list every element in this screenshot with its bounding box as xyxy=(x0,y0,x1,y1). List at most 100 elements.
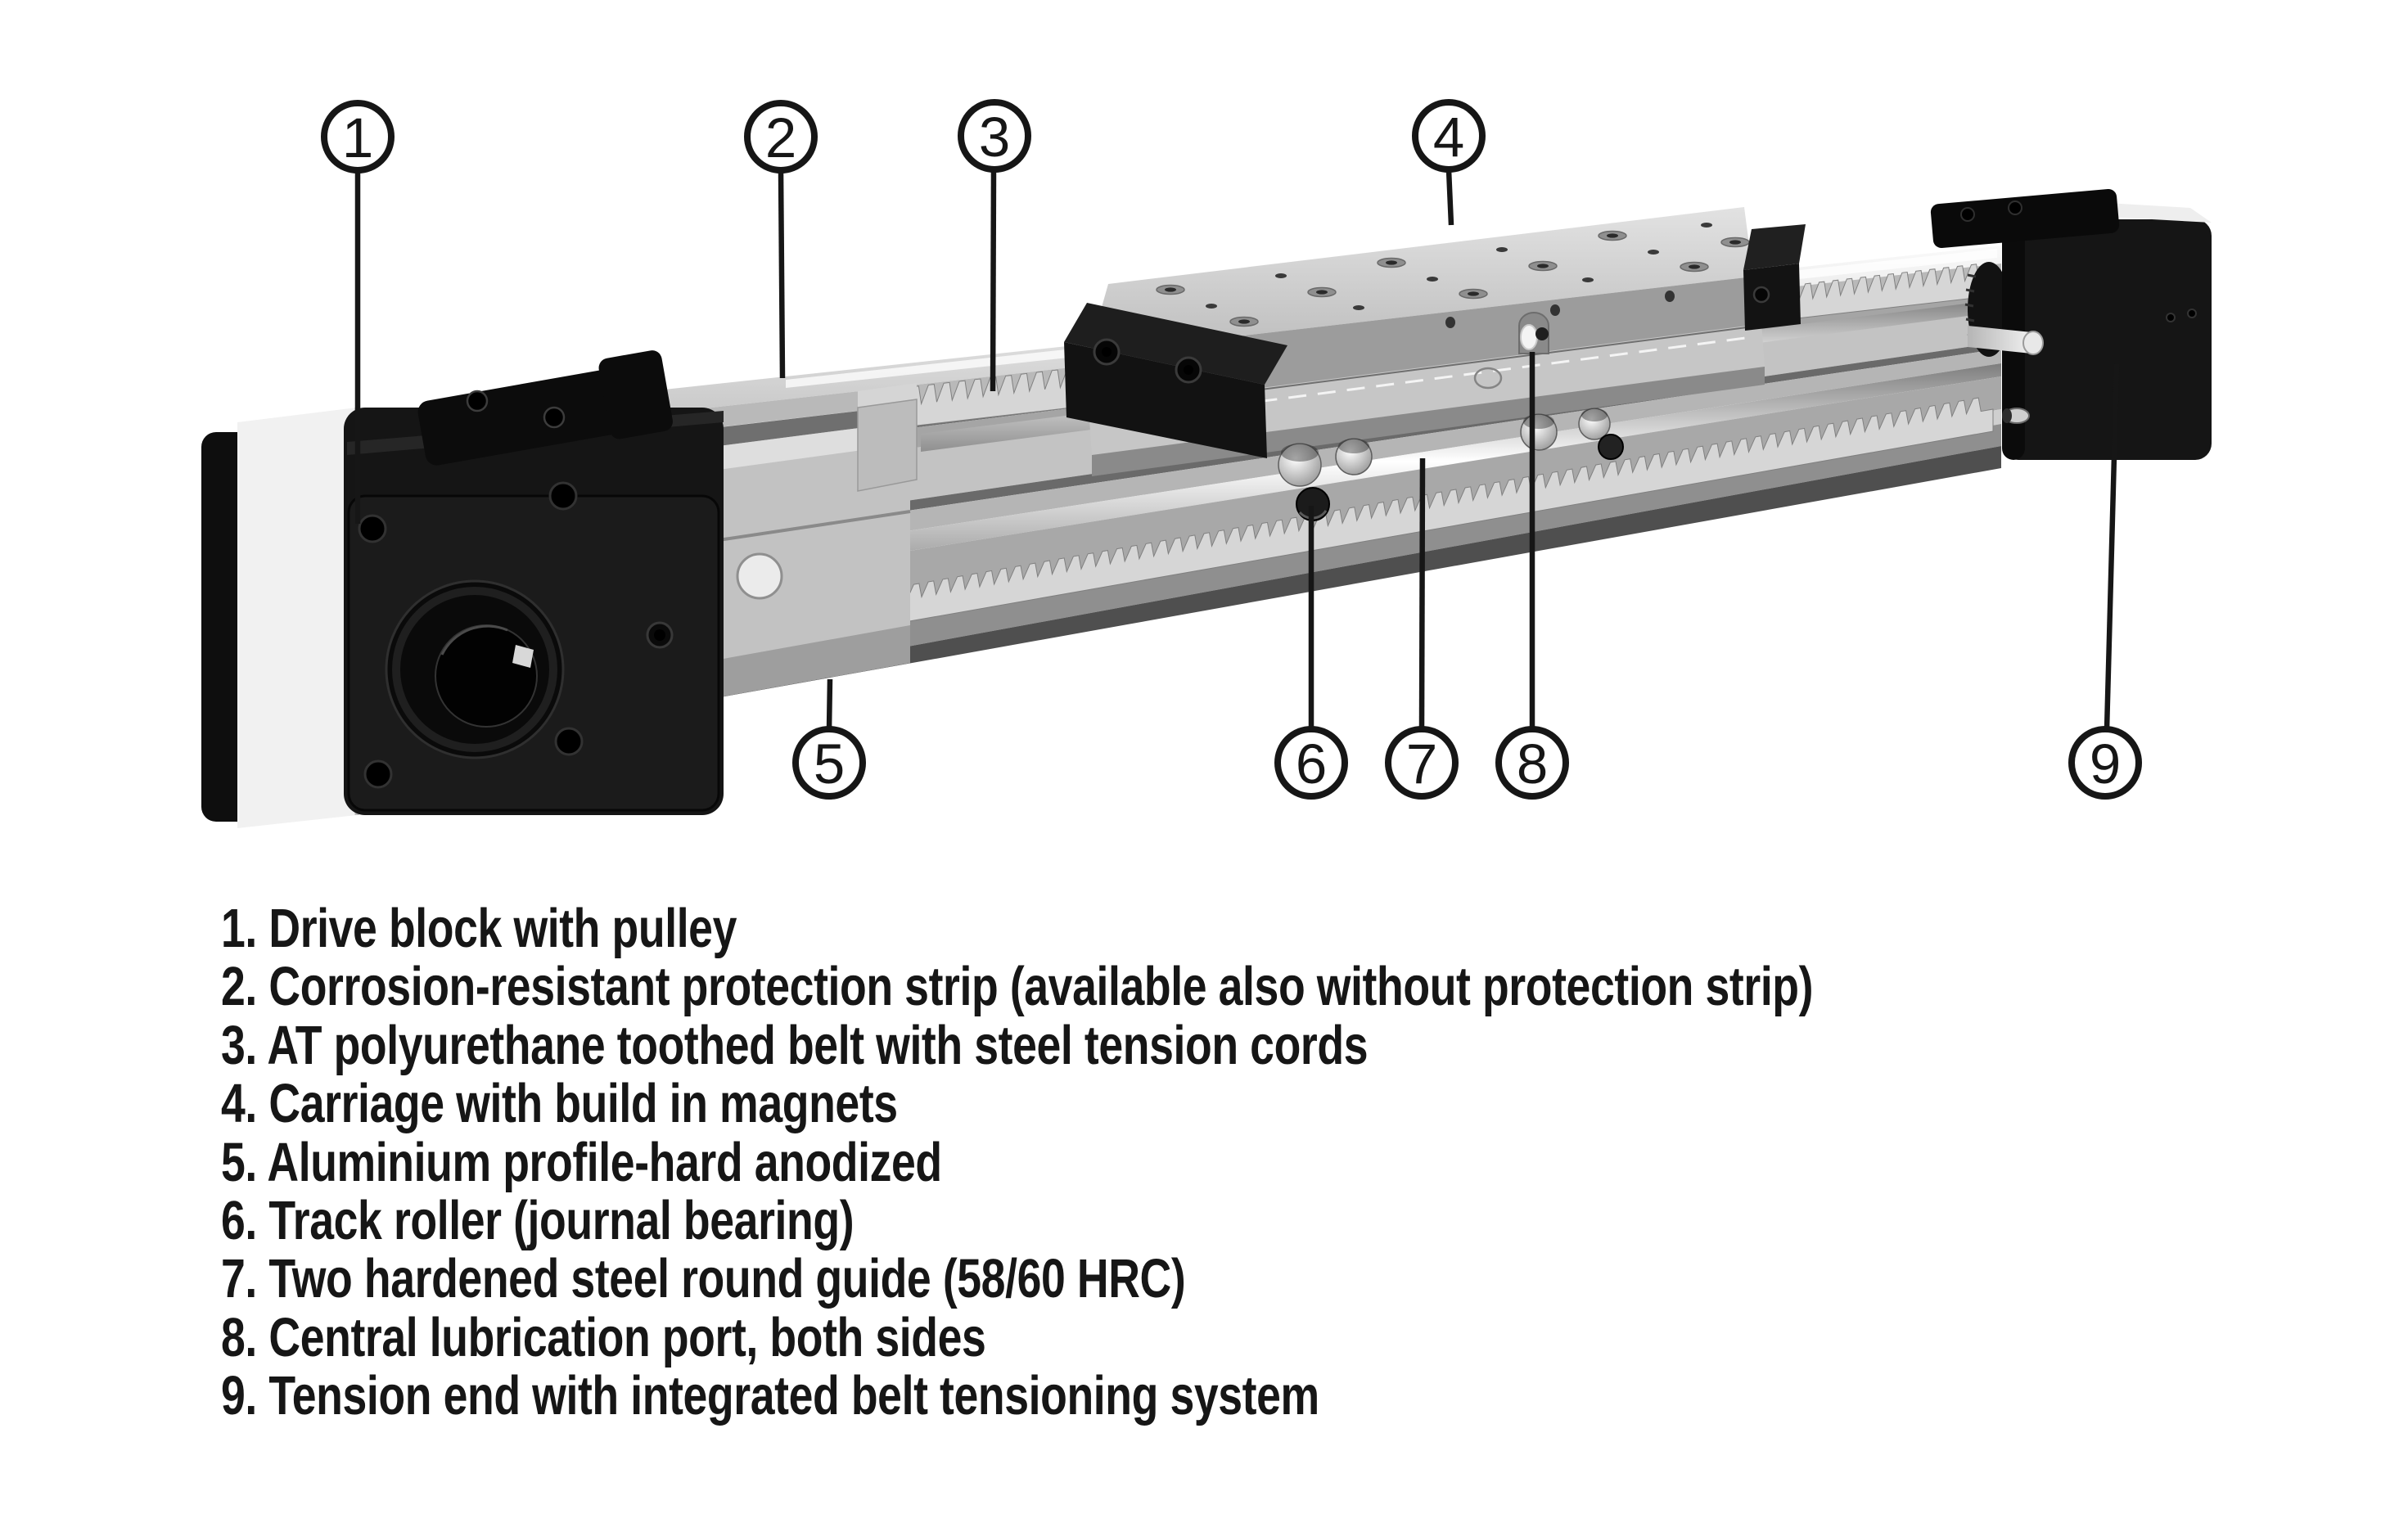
legend-item-1: 1. Drive block with pulley xyxy=(221,898,737,959)
callout-1: 1 xyxy=(321,100,395,173)
pulley-keyway xyxy=(512,645,534,668)
carriage xyxy=(1064,207,1806,458)
callout-8: 8 xyxy=(1495,726,1569,800)
guide-shaft-end-cap xyxy=(2022,331,2044,355)
counterbore-hole-center xyxy=(1238,319,1250,324)
clamp-screw xyxy=(543,406,566,429)
tension-end xyxy=(1930,189,2212,460)
counterbore-hole-center xyxy=(1689,264,1700,269)
pin-hole xyxy=(1275,273,1287,278)
legend-item-4: 4. Carriage with build in magnets xyxy=(221,1073,898,1135)
leader-line-2 xyxy=(778,169,786,379)
tension-pin-shadow xyxy=(2002,408,2012,423)
drive-block xyxy=(201,350,724,828)
clamp-screw xyxy=(1960,207,1975,222)
pin-hole xyxy=(1206,304,1217,309)
track-roller-shadow xyxy=(1281,444,1319,462)
callout-circle xyxy=(958,99,1031,173)
leader-line-7 xyxy=(1418,457,1426,731)
bolt-hole xyxy=(363,759,393,789)
nose-groove-line xyxy=(718,510,911,542)
pin-hole xyxy=(1496,247,1508,252)
grease-fitting xyxy=(1520,324,1538,350)
clamp-screw xyxy=(466,390,489,412)
legend-item-5: 5. Aluminium profile-hard anodized xyxy=(221,1131,942,1193)
cap-screw-hex xyxy=(1102,347,1112,357)
legend-item-9: 9. Tension end with integrated belt tens… xyxy=(221,1365,1319,1427)
sled-marking-ellipse xyxy=(1473,367,1503,390)
track-roller-shadow xyxy=(1581,408,1608,421)
profile-bottom-chamfer xyxy=(720,424,2001,681)
callout-circle xyxy=(1412,99,1486,173)
legend-item-8: 8. Central lubrication port, both sides xyxy=(221,1306,986,1368)
pulley-recess-ring xyxy=(392,587,557,752)
counterbore-hole-center xyxy=(1468,291,1479,296)
socket-screw-hex xyxy=(654,629,665,641)
callout-circle xyxy=(2068,726,2142,800)
callout-circle xyxy=(792,726,866,800)
profile-nose-block xyxy=(718,383,918,697)
legend: 1. Drive block with pulley 2. Corrosion-… xyxy=(221,899,2267,1426)
pin-hole xyxy=(1582,277,1594,282)
front-face-hole xyxy=(1665,291,1675,302)
clamp-screw xyxy=(2008,201,2022,215)
legend-item-3: 3. AT polyurethane toothed belt with ste… xyxy=(221,1014,1369,1076)
leader-line-3 xyxy=(990,169,997,392)
front-face-hole xyxy=(1445,317,1455,328)
nose-access-hole xyxy=(736,552,783,600)
nose-bottom-shading xyxy=(719,625,910,697)
leader-line-9 xyxy=(2104,363,2120,731)
callout-number: 3 xyxy=(979,106,1010,169)
cap-top-face xyxy=(1743,224,1806,270)
mounting-clamp-right xyxy=(1930,189,2120,248)
callout-number: 8 xyxy=(1517,732,1548,795)
callout-number: 6 xyxy=(1296,732,1327,795)
leader-line-5 xyxy=(826,678,833,731)
sled-reflective-dash-line xyxy=(1112,336,1752,422)
cap-front-face xyxy=(1743,264,1801,331)
block-screw-dot xyxy=(2166,313,2176,322)
callout-number: 9 xyxy=(2090,732,2121,795)
leader-lines xyxy=(354,169,2120,731)
callout-number: 2 xyxy=(765,106,796,169)
pin-hole xyxy=(1701,223,1712,228)
pulley-tooth-mark xyxy=(1965,288,1975,293)
callout-circle xyxy=(1495,726,1569,800)
cap-screw xyxy=(1752,286,1770,304)
legend-item-6: 6. Track roller (journal bearing) xyxy=(221,1189,855,1251)
lubrication-hole xyxy=(1535,327,1549,340)
belt-clamp-body xyxy=(857,399,918,492)
counterbore-hole-center xyxy=(1537,264,1549,268)
tension-block-body xyxy=(2002,219,2212,460)
cap-front-face xyxy=(1064,342,1267,458)
callout-circle xyxy=(321,100,395,173)
callout-4: 4 xyxy=(1412,99,1486,173)
track-roller-shadow xyxy=(1523,414,1554,429)
callout-2: 2 xyxy=(744,100,818,173)
callout-circle xyxy=(744,100,818,173)
pin-hole xyxy=(1353,305,1364,310)
callout-9: 9 xyxy=(2068,726,2142,800)
callout-number: 7 xyxy=(1406,732,1437,795)
callouts: 1 2 3 4 5 6 7 8 xyxy=(321,99,2142,800)
callout-circle xyxy=(1274,726,1348,800)
callout-number: 4 xyxy=(1433,106,1464,169)
leader-line-4 xyxy=(1445,169,1454,226)
pulley-tooth-mark xyxy=(1964,303,1974,308)
callout-number: 5 xyxy=(814,732,845,795)
block-screw-dot xyxy=(2187,309,2197,318)
track-roller-journal xyxy=(1598,434,1624,460)
cap-top-face xyxy=(1064,303,1287,385)
counterbore-hole-center xyxy=(1386,260,1397,265)
callout-circle xyxy=(1385,726,1459,800)
bolt-hole xyxy=(554,727,584,756)
clamp-foot xyxy=(598,350,673,439)
track-roller-metal xyxy=(1335,438,1373,475)
callout-7: 7 xyxy=(1385,726,1459,800)
callout-5: 5 xyxy=(792,726,866,800)
callout-number: 1 xyxy=(342,106,373,169)
pulley-bore-highlight xyxy=(440,624,508,656)
bolt-hole xyxy=(548,481,578,511)
callout-6: 6 xyxy=(1274,726,1348,800)
cap-screw-hex xyxy=(1184,365,1193,375)
